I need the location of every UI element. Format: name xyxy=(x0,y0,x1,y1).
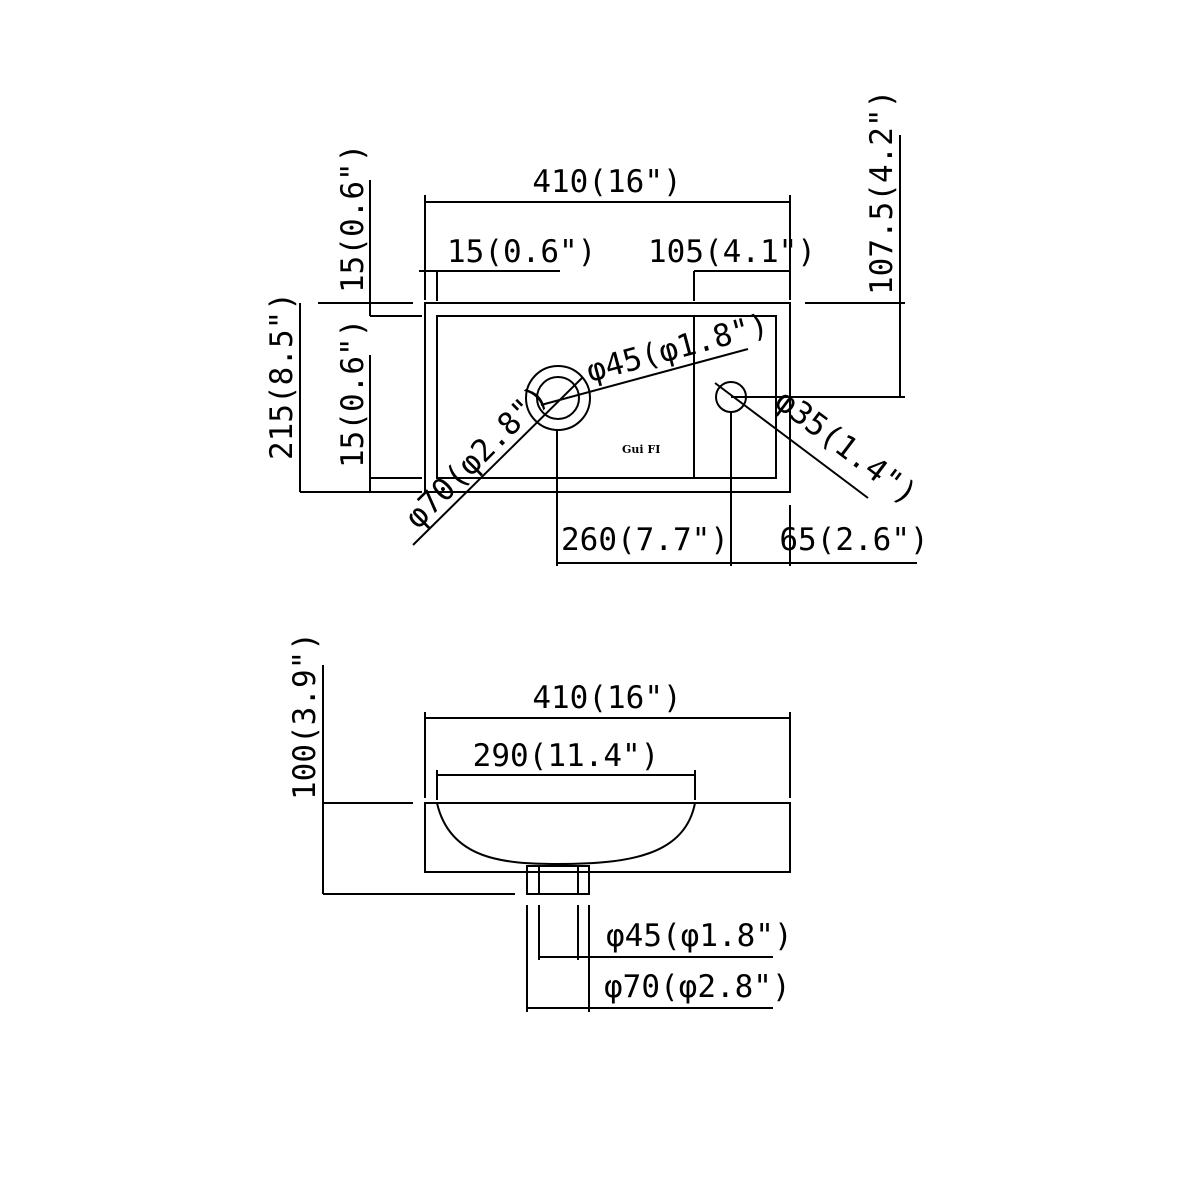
label-tap-hole: φ35(1.4") xyxy=(768,383,924,513)
label-side-height: 100(3.9") xyxy=(287,632,323,800)
label-rim-top: 15(0.6") xyxy=(335,144,371,293)
drain-inner-circle xyxy=(536,376,580,420)
label-tap-offset: 107.5(4.2") xyxy=(864,90,900,295)
label-deck-width: 105(4.1") xyxy=(648,234,816,270)
label-overall-depth: 215(8.5") xyxy=(264,292,300,460)
top-view: Gui FI 410(16") 15(0.6") 105(4.1") 15(0.… xyxy=(264,90,929,566)
label-drain-inner: φ45(φ1.8") xyxy=(583,307,773,390)
label-drain-outer: φ70(φ2.8") xyxy=(398,378,555,535)
side-body-outline xyxy=(424,802,791,873)
label-overall-width: 410(16") xyxy=(532,164,681,200)
label-side-overall-width: 410(16") xyxy=(532,680,681,716)
leader-tap-hole xyxy=(714,382,869,499)
leader-drain-inner xyxy=(540,348,749,406)
label-bowl-width: 290(11.4") xyxy=(473,738,660,774)
label-side-drain-outer: φ70(φ2.8") xyxy=(604,969,791,1005)
label-rim-bottom: 15(0.6") xyxy=(335,319,371,468)
label-side-drain-inner: φ45(φ1.8") xyxy=(606,918,793,954)
side-bowl-curve xyxy=(436,802,696,866)
side-drain-pipe-outer xyxy=(526,865,590,895)
side-view: 410(16") 290(11.4") 100(3.9") φ45(φ1.8")… xyxy=(287,632,793,1012)
label-tap-to-edge: 65(2.6") xyxy=(779,522,928,558)
brand-logo: Gui FI xyxy=(622,443,660,456)
label-rim-left: 15(0.6") xyxy=(447,234,596,270)
label-drain-to-tap: 260(7.7") xyxy=(561,522,729,558)
leader-drain-outer xyxy=(412,377,583,546)
